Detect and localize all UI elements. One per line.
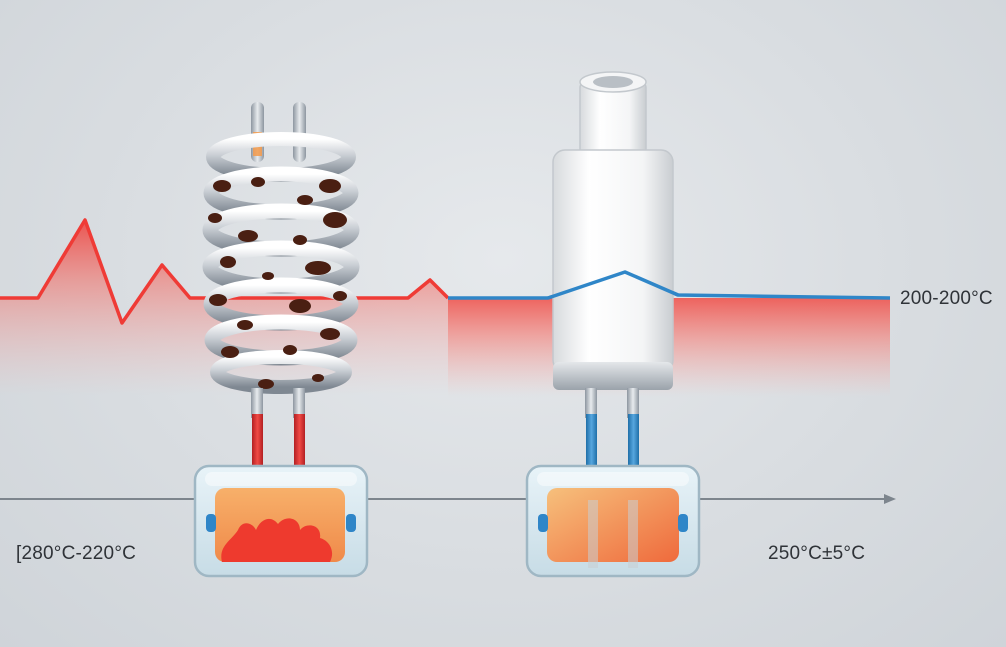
heater-top-hole (593, 76, 633, 88)
right-red-wire (294, 414, 305, 474)
coil-turn-7 (210, 350, 352, 394)
cartridge-right-blue-wire (628, 414, 639, 470)
cartridge-right-lead (627, 388, 639, 418)
axis-arrowhead-icon (884, 494, 896, 504)
left-chamber-glare (205, 472, 357, 486)
left-chamber-port-right (346, 514, 356, 532)
cartridge-left-lead (585, 388, 597, 418)
right-lead-rod (293, 388, 305, 418)
fluctuating-temperature-line (0, 218, 450, 325)
right-terminal-rod (293, 102, 306, 162)
cartridge-temperature-label: 250°C±5°C (768, 543, 866, 564)
left-chamber-port-left (206, 514, 216, 532)
heater-body (552, 149, 674, 373)
right-chamber-glare (537, 472, 689, 486)
right-chamber-rod-left (588, 500, 598, 568)
coil-temperature-range-label: [280°C-220°C (16, 543, 137, 564)
heater-base (553, 362, 673, 390)
ceramic-cartridge-heater-icon (552, 71, 674, 470)
right-chamber-rod-right (628, 500, 638, 568)
left-lead-rod (251, 388, 263, 418)
flame-shape (221, 518, 333, 562)
right-chamber-port-left (538, 514, 548, 532)
time-axis (0, 494, 896, 504)
cartridge-left-blue-wire (586, 414, 597, 470)
right-chamber-window (547, 488, 679, 562)
hot-temperature-zone (0, 218, 890, 398)
stable-temperature-line-overlay (547, 270, 679, 300)
rusted-coil-heater-icon (202, 102, 360, 474)
flame-chamber-icon (193, 464, 369, 578)
rust-spots (208, 177, 347, 389)
heating-chamber-icon (525, 464, 701, 578)
stable-line-temperature-label: 200-200°C (900, 288, 993, 309)
right-chamber-port-right (678, 514, 688, 532)
left-red-wire (252, 414, 263, 474)
